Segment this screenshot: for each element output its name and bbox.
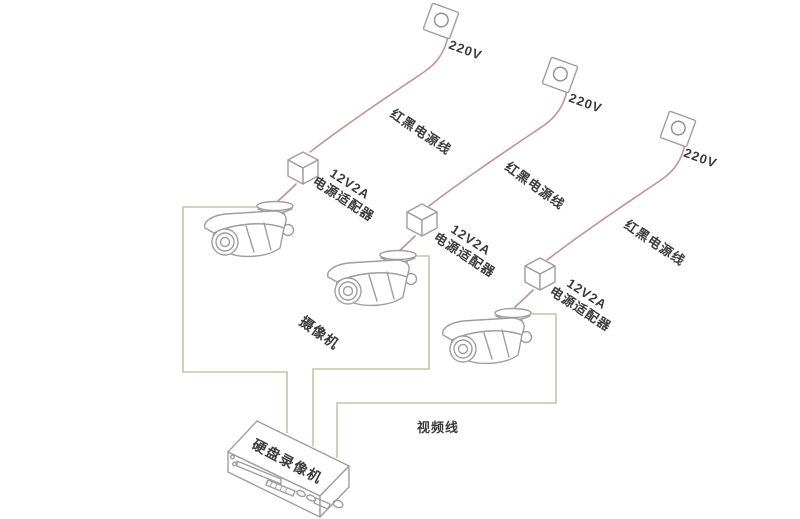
power-wire-1 <box>309 35 449 153</box>
power-outlet-icon-2 <box>541 56 579 94</box>
power-outlet-icon-1 <box>422 2 460 40</box>
adapter-wire-1 <box>277 183 297 202</box>
video-wire-2 <box>312 255 430 446</box>
power-wire-3 <box>546 143 686 261</box>
power-adapter-icon-2 <box>406 203 438 237</box>
video-wire-1 <box>182 206 288 433</box>
power-adapter-icon-3 <box>524 257 556 291</box>
camera-icon-1 <box>204 200 295 258</box>
dvr-icon <box>227 420 350 518</box>
video-wire-3 <box>336 313 557 458</box>
power-outlet-icon-3 <box>659 110 697 148</box>
power-wire-2 <box>428 89 568 207</box>
video-wire-label: 视频线 <box>417 420 460 435</box>
camera-icon-2 <box>327 249 418 307</box>
adapter-wire-3 <box>514 289 534 308</box>
camera-icon-3 <box>442 307 533 365</box>
